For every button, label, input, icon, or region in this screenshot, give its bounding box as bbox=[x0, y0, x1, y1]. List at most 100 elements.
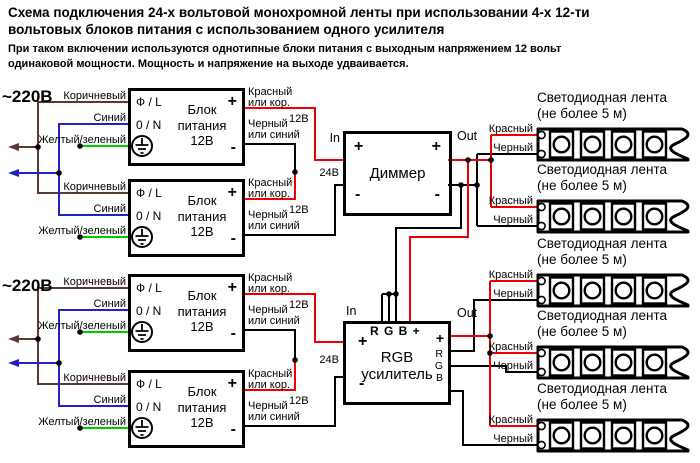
wire-label-brown: Коричневый bbox=[63, 181, 126, 193]
wire-label-ground: Желтый/зеленый bbox=[38, 225, 126, 237]
led-strip-title: Светодиодная лента(не более 5 м) bbox=[537, 90, 667, 121]
amplifier-out-r: R bbox=[435, 348, 443, 360]
wire-label-brown: Коричневый bbox=[63, 276, 126, 288]
diagram-title-line2: вольтовых блоков питания с использование… bbox=[8, 22, 445, 37]
wire-label-black: Черный bbox=[493, 433, 533, 445]
psu-neutral-terminal: 0 / N bbox=[136, 304, 162, 318]
dimmer-minus-out: - bbox=[434, 186, 440, 203]
psu-plus-terminal: + bbox=[227, 375, 237, 392]
diagram-subtitle-line2: одинаковой мощности. Мощность и напряжен… bbox=[8, 58, 409, 70]
blue-arrow-icon bbox=[8, 359, 19, 367]
amplifier-plus-in: + bbox=[358, 333, 368, 350]
red-dc-wires bbox=[245, 107, 538, 427]
dimmer-plus-out: + bbox=[431, 138, 441, 155]
psu-neutral-terminal: 0 / N bbox=[136, 118, 162, 132]
amplifier-out-g: G bbox=[434, 360, 443, 372]
amplifier-out-b: B bbox=[435, 372, 443, 384]
junction-dots bbox=[35, 143, 494, 431]
mains-voltage-label: ~220В bbox=[2, 87, 53, 106]
psu-minus-terminal: - bbox=[230, 421, 236, 438]
diagram-subtitle-line1: При таком включении используются однотип… bbox=[8, 43, 562, 55]
diagram-title-line1: Схема подключения 24-х вольтовой монохро… bbox=[8, 5, 590, 20]
voltage-12v-label: 12В bbox=[289, 395, 309, 407]
amplifier-minus-in: - bbox=[359, 375, 365, 392]
amplifier-in-label: In bbox=[346, 304, 357, 318]
wire-label-ground: Желтый/зеленый bbox=[38, 416, 126, 428]
black-dc-wires bbox=[245, 143, 538, 446]
wire-label-red: Красный bbox=[488, 123, 533, 135]
wire-label-blue: Синий bbox=[93, 112, 126, 124]
ground-wires bbox=[80, 145, 130, 429]
voltage-12v-label: 12В bbox=[289, 204, 309, 216]
wire-label-black: Черный bbox=[493, 360, 533, 372]
amplifier-input-terminals: R G B + bbox=[370, 324, 421, 338]
led-strip-title: Светодиодная лента(не более 5 м) bbox=[537, 308, 667, 339]
psu-minus-terminal: - bbox=[230, 139, 236, 156]
wire-label-ground: Желтый/зеленый bbox=[38, 320, 126, 332]
led-strip-title: Светодиодная лента(не более 5 м) bbox=[537, 381, 667, 412]
dimmer-minus-in: - bbox=[355, 186, 361, 203]
wire-label-brown: Коричневый bbox=[63, 90, 126, 102]
dimmer-out-label: Out bbox=[457, 129, 478, 143]
psu-line-terminal: Ф / L bbox=[136, 186, 162, 200]
psu-line-terminal: Ф / L bbox=[136, 377, 162, 391]
wire-label-red: Красный bbox=[488, 195, 533, 207]
brown-arrow-icon bbox=[8, 143, 19, 151]
wire-label-blue: Синий bbox=[93, 298, 126, 310]
voltage-12v-label: 12В bbox=[289, 113, 309, 125]
wire-label-red: Красный bbox=[488, 341, 533, 353]
dimmer-name: Диммер bbox=[369, 165, 426, 182]
blue-arrow-icon bbox=[8, 169, 19, 177]
brown-arrow-icon bbox=[8, 335, 19, 343]
psu-minus-terminal: - bbox=[230, 325, 236, 342]
dimmer-box: + + - - Диммер bbox=[343, 131, 452, 216]
psu-line-terminal: Ф / L bbox=[136, 281, 162, 295]
dimmer-in-label: In bbox=[329, 131, 340, 145]
amplifier-out-label: Out bbox=[457, 306, 478, 320]
psu-plus-terminal: + bbox=[227, 279, 237, 296]
psu-neutral-terminal: 0 / N bbox=[136, 400, 162, 414]
psu-plus-terminal: + bbox=[227, 93, 237, 110]
wire-label-blue: Синий bbox=[93, 394, 126, 406]
wire-label-black: Черный bbox=[493, 214, 533, 226]
led-strip-title: Светодиодная лента(не более 5 м) bbox=[537, 162, 667, 193]
wire-label-blue: Синий bbox=[93, 203, 126, 215]
led-strip-title: Светодиодная лента(не более 5 м) bbox=[537, 236, 667, 267]
wire-label-red: Красный bbox=[488, 269, 533, 281]
voltage-12v-label: 12В bbox=[289, 299, 309, 311]
wire-label-red: Красный bbox=[488, 414, 533, 426]
amplifier-out-plus: + bbox=[435, 330, 444, 346]
psu-line-terminal: Ф / L bbox=[136, 95, 162, 109]
voltage-24v-label: 24В bbox=[319, 354, 339, 366]
psu-neutral-terminal: 0 / N bbox=[136, 209, 162, 223]
wire-label-brown: Коричневый bbox=[63, 372, 126, 384]
dimmer-plus-in: + bbox=[354, 138, 364, 155]
psu-plus-terminal: + bbox=[227, 184, 237, 201]
psu-minus-terminal: - bbox=[230, 230, 236, 247]
blue-mains-wires bbox=[17, 123, 128, 407]
wire-label-black: Черный bbox=[493, 142, 533, 154]
voltage-24v-label: 24В bbox=[319, 167, 339, 179]
wire-label-black: Черный bbox=[493, 288, 533, 300]
wire-label-ground: Желтый/зеленый bbox=[38, 134, 126, 146]
